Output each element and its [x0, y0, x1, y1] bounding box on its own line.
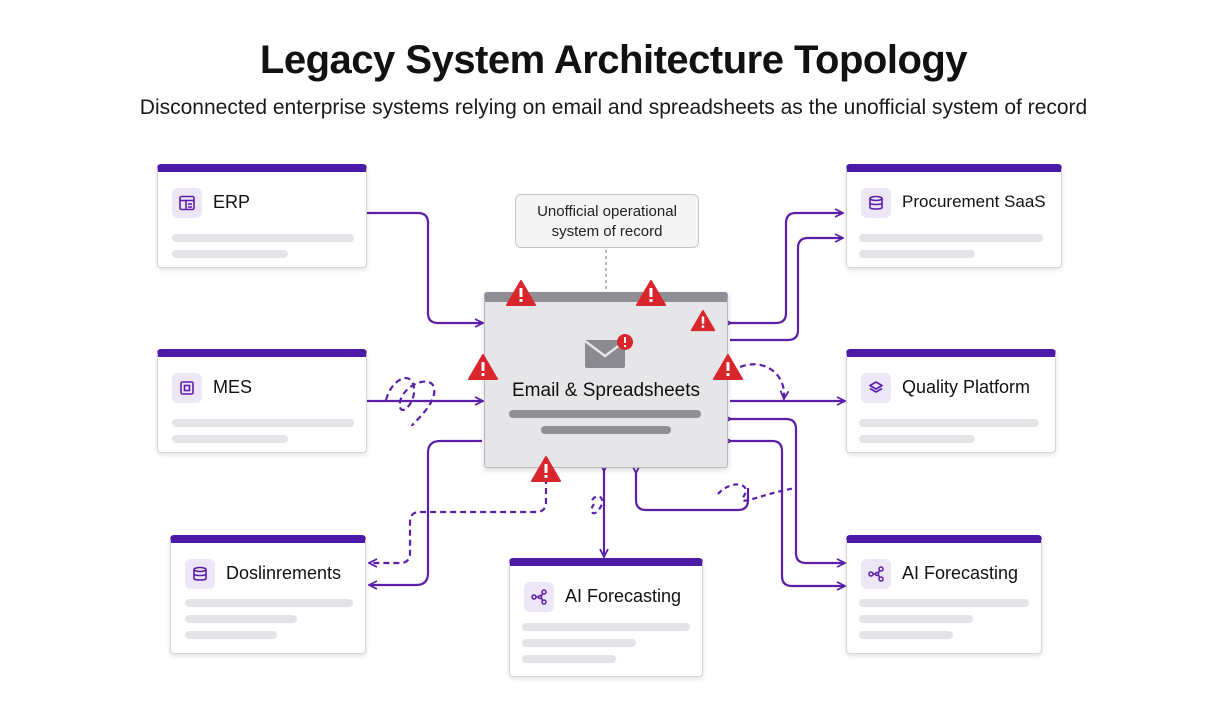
- callout-line: system of record: [551, 223, 663, 240]
- placeholder-line: [522, 655, 616, 663]
- system-label: AI Forecasting: [565, 586, 682, 606]
- placeholder-line: [172, 419, 354, 427]
- network-icon: [861, 559, 891, 589]
- placeholder-line: [859, 234, 1043, 242]
- system-label: ERP: [213, 192, 251, 212]
- placeholder-line: [185, 599, 353, 607]
- connector-erp-to-hub: [366, 211, 482, 323]
- placeholder-line: [859, 631, 953, 639]
- diagram-subtitle: Disconnected enterprise systems relying …: [139, 96, 1088, 119]
- system-label: AI Forecasting: [902, 563, 1019, 583]
- database-icon: [861, 188, 891, 218]
- system-card-documents: Doslinrements: [170, 535, 366, 654]
- warning-icon: [636, 280, 666, 306]
- placeholder-line: [859, 599, 1029, 607]
- connector-ai-right-inner: [730, 441, 844, 586]
- system-card-quality-platform: Quality Platform: [846, 349, 1056, 453]
- connector-ai-right-lower: [636, 472, 750, 512]
- warning-icon: [690, 309, 716, 332]
- system-label: MES: [213, 377, 253, 397]
- placeholder-line: [185, 631, 277, 639]
- connector-procurement-top: [730, 213, 842, 323]
- callout-line: Unofficial operational: [537, 203, 677, 220]
- placeholder-line: [522, 639, 636, 647]
- system-card-erp: ERP: [157, 164, 367, 268]
- placeholder-line: [172, 435, 288, 443]
- layers-icon: [861, 373, 891, 403]
- hub-email-spreadsheets: Email & Spreadsheets: [484, 292, 728, 468]
- callout-unofficial-record: Unofficial operational system of record: [515, 194, 699, 248]
- warning-icon: [531, 456, 561, 482]
- system-card-mes: MES: [157, 349, 367, 453]
- system-label: Doslinrements: [226, 563, 342, 583]
- connector-quality-dashed: [739, 363, 784, 398]
- system-label: Quality Platform: [902, 377, 1031, 397]
- warning-icon: [506, 280, 536, 306]
- hub-label: Email & Spreadsheets: [512, 380, 700, 401]
- chip-icon: [172, 373, 202, 403]
- placeholder-line: [185, 615, 297, 623]
- placeholder-line: [859, 250, 975, 258]
- placeholder-line: [522, 623, 690, 631]
- connector-ai-right-scribble: [717, 483, 797, 502]
- layout-icon: [172, 188, 202, 218]
- envelope-icon: [584, 334, 633, 368]
- warning-icon: [468, 354, 498, 380]
- connector-documents-dashed: [370, 478, 548, 563]
- system-card-ai-forecasting-right: AI Forecasting: [846, 535, 1042, 654]
- network-icon: [524, 582, 554, 612]
- system-card-ai-forecasting-center: AI Forecasting: [509, 558, 703, 677]
- connector-mes-scribble: [384, 377, 436, 427]
- database-icon: [185, 559, 215, 589]
- placeholder-line: [859, 419, 1039, 427]
- connector-hub-to-documents: [370, 439, 482, 585]
- placeholder-line: [172, 250, 288, 258]
- placeholder-line: [172, 234, 354, 242]
- placeholder-line: [859, 435, 975, 443]
- placeholder-line: [541, 426, 671, 434]
- system-card-procurement-saas: Procurement SaaS: [846, 164, 1062, 268]
- placeholder-line: [509, 410, 701, 418]
- system-label: Procurement SaaS: [902, 192, 1046, 211]
- connector-ai-center-scribble: [590, 495, 604, 515]
- warning-icon: [713, 354, 743, 380]
- connector-procurement-second: [730, 238, 842, 342]
- diagram-title: Legacy System Architecture Topology: [259, 38, 968, 82]
- placeholder-line: [859, 615, 973, 623]
